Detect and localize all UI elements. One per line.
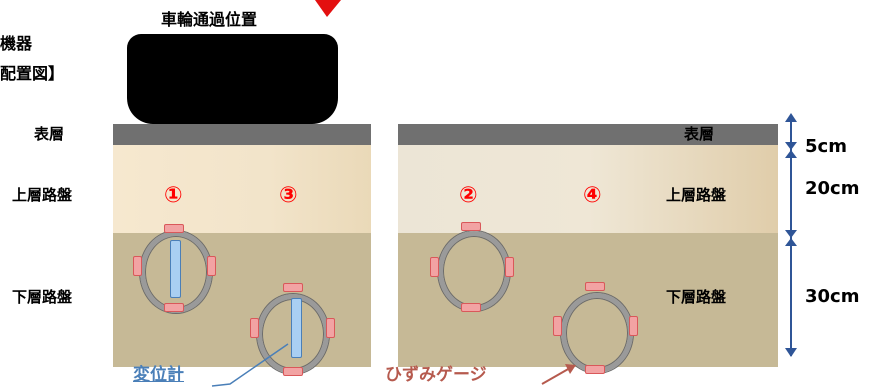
strain-gauge [164, 303, 184, 312]
strain-gauge [164, 224, 184, 233]
strain-gauge [553, 316, 562, 336]
sensor-number-3: ③ [279, 183, 298, 208]
upper-base-label-left: 上層路盤 [12, 186, 73, 204]
dimension-20cm: 20cm [805, 178, 860, 199]
dimension-30cm: 30cm [805, 286, 860, 307]
sensor-number-1: ① [164, 183, 183, 208]
strain-gauge [505, 257, 514, 277]
strain-gauge [461, 222, 481, 231]
upper-base-layer [113, 145, 371, 233]
sensor-number-2: ② [459, 183, 478, 208]
strain-gauge-callout: ひずみゲージ [385, 365, 487, 385]
pointer-arrow-icon [315, 0, 341, 17]
surface-label-left: 表層 [34, 125, 65, 143]
strain-gauge [283, 367, 303, 376]
lower-base-label-left: 下層路盤 [12, 288, 73, 306]
displacement-meter [291, 298, 302, 358]
strain-gauge [430, 257, 439, 277]
diagram-title-line2: 配置図】 [0, 64, 65, 83]
strain-gauge [585, 365, 605, 374]
pipe-section [561, 293, 633, 373]
wheel-position-label: 車輪通過位置 [161, 10, 258, 29]
dimension-5cm: 5cm [805, 136, 847, 157]
displacement-meter [170, 240, 181, 298]
strain-gauge [207, 256, 216, 276]
surface-label-right: 表層 [684, 125, 715, 143]
strain-gauge [585, 282, 605, 291]
surface-layer [398, 124, 778, 145]
wheel-tire [127, 34, 338, 124]
strain-gauge [283, 283, 303, 292]
sensor-number-4: ④ [583, 183, 602, 208]
strain-gauge [133, 256, 142, 276]
strain-gauge [629, 316, 638, 336]
strain-gauge [250, 318, 259, 338]
callout-arrow-icon [541, 364, 576, 385]
displacement-meter-callout: 変位計 [133, 365, 184, 385]
upper-base-layer [398, 145, 778, 233]
pipe-section [438, 231, 510, 311]
diagram-title-line1: 機器 [0, 34, 33, 53]
strain-gauge [461, 303, 481, 312]
surface-layer [113, 124, 371, 145]
lower-base-label-right: 下層路盤 [666, 288, 727, 306]
strain-gauge [326, 318, 335, 338]
upper-base-label-right: 上層路盤 [666, 186, 727, 204]
callout-leader-icon [211, 343, 289, 387]
dimension-arrow-icon [785, 113, 797, 357]
